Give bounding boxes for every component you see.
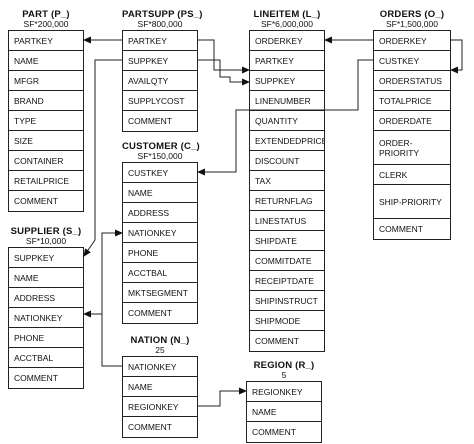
column-ps-comment: COMMENT [128, 116, 172, 126]
column-l-orderkey: ORDERKEY [250, 31, 324, 51]
table-supplier-title: SUPPLIER (S_) [10, 226, 82, 237]
column-p-brand: BRAND [9, 91, 83, 111]
table-orders-scale: SF*1,500,000 [386, 19, 438, 29]
column-o-clerk: CLERK [374, 165, 450, 185]
table-customer-title: CUSTOMER (C_) [122, 141, 200, 152]
column-p-retailprice: RETAILPRICE [9, 171, 83, 191]
column-c-address: ADDRESS [123, 203, 197, 223]
link-orders-right-edge [450, 39, 463, 74]
column-p-comment: COMMENT [14, 196, 58, 206]
table-lineitem-title: LINEITEM (L_) [253, 9, 321, 20]
column-s-name: NAME [9, 268, 83, 288]
column-n-nationkey: NATIONKEY [123, 357, 197, 377]
column-l-tax: TAX [250, 171, 324, 191]
column-c-comment: COMMENT [128, 308, 172, 318]
column-c-acctbal: ACCTBAL [123, 263, 197, 283]
column-s-acctbal: ACCTBAL [9, 348, 83, 368]
table-part-columns: PARTKEY NAME MFGR BRAND TYPE SIZE CONTAI… [8, 30, 84, 212]
column-s-suppkey: SUPPKEY [9, 248, 83, 268]
table-orders-columns: ORDERKEY CUSTKEY ORDERSTATUS TOTALPRICE … [373, 30, 451, 240]
table-orders-title: ORDERS (O_) [379, 9, 445, 20]
column-ps-supplycost: SUPPLYCOST [123, 91, 197, 111]
column-p-size: SIZE [9, 131, 83, 151]
column-o-orderpriority: ORDER-PRIORITY [374, 131, 450, 165]
column-l-shipmode: SHIPMODE [250, 311, 324, 331]
column-c-mktsegment: MKTSEGMENT [123, 283, 197, 303]
column-l-linenumber: LINENUMBER [250, 91, 324, 111]
table-region-columns: REGIONKEY NAME COMMENT [246, 381, 322, 443]
table-nation-scale: 25 [155, 345, 165, 355]
column-o-orderdate: ORDERDATE [374, 111, 450, 131]
table-part-scale: SF*200,000 [23, 19, 69, 29]
column-n-name: NAME [123, 377, 197, 397]
column-o-totalprice: TOTALPRICE [374, 91, 450, 111]
column-o-comment: COMMENT [379, 224, 423, 234]
column-o-shippriority: SHIP-PRIORITY [374, 185, 450, 219]
column-l-shipinstruct: SHIPINSTRUCT [250, 291, 324, 311]
column-s-phone: PHONE [9, 328, 83, 348]
table-partsupp-title: PARTSUPP (PS_) [122, 9, 203, 20]
column-c-custkey: CUSTKEY [123, 163, 197, 183]
column-l-receiptdate: RECEIPTDATE [250, 271, 324, 291]
column-p-mfgr: MFGR [9, 71, 83, 91]
column-p-name: NAME [9, 51, 83, 71]
table-region-scale: 5 [281, 370, 287, 380]
table-customer-scale: SF*150,000 [137, 151, 183, 161]
table-supplier-columns: SUPPKEY NAME ADDRESS NATIONKEY PHONE ACC… [8, 247, 84, 389]
column-n-regionkey: REGIONKEY [123, 397, 197, 417]
table-supplier-scale: SF*10,000 [25, 236, 67, 246]
column-r-regionkey: REGIONKEY [247, 382, 321, 402]
column-l-extendedprice: EXTENDEDPRICE [250, 131, 324, 151]
column-l-partkey: PARTKEY [250, 51, 324, 71]
table-nation-title: NATION (N_) [130, 335, 190, 346]
table-region-title: REGION (R_) [253, 360, 315, 371]
table-lineitem-columns: ORDERKEY PARTKEY SUPPKEY LINENUMBER QUAN… [249, 30, 325, 352]
column-o-custkey: CUSTKEY [374, 51, 450, 71]
column-l-linestatus: LINESTATUS [250, 211, 324, 231]
column-p-partkey: PARTKEY [9, 31, 83, 51]
column-l-discount: DISCOUNT [250, 151, 324, 171]
column-l-quantity: QUANTITY [250, 111, 324, 131]
column-l-comment: COMMENT [255, 336, 299, 346]
column-s-address: ADDRESS [9, 288, 83, 308]
column-s-comment: COMMENT [14, 373, 58, 383]
column-l-returnflag: RETURNFLAG [250, 191, 324, 211]
column-ps-suppkey: SUPPKEY [123, 51, 197, 71]
link-partsupp-suppkey-to-lineitem [198, 59, 250, 86]
link-partsupp-partkey-to-lineitem [198, 39, 250, 74]
column-l-suppkey: SUPPKEY [250, 71, 324, 91]
column-n-comment: COMMENT [128, 422, 172, 432]
column-p-container: CONTAINER [9, 151, 83, 171]
column-r-comment: COMMENT [252, 427, 296, 437]
column-c-phone: PHONE [123, 243, 197, 263]
table-partsupp-columns: PARTKEY SUPPKEY AVAILQTY SUPPLYCOST COMM… [122, 30, 198, 132]
column-r-name: NAME [247, 402, 321, 422]
link-nation-to-region [198, 387, 247, 407]
column-o-orderkey: ORDERKEY [374, 31, 450, 51]
column-l-commitdate: COMMITDATE [250, 251, 324, 271]
table-nation-columns: NATIONKEY NAME REGIONKEY COMMENT [122, 356, 198, 438]
column-l-shipdate: SHIPDATE [250, 231, 324, 251]
column-ps-partkey: PARTKEY [123, 31, 197, 51]
column-c-name: NAME [123, 183, 197, 203]
column-c-nationkey: NATIONKEY [123, 223, 197, 243]
column-ps-availqty: AVAILQTY [123, 71, 197, 91]
link-partsupp-to-supplier [83, 59, 122, 257]
table-partsupp-scale: SF*800,000 [137, 19, 183, 29]
table-customer-columns: CUSTKEY NAME ADDRESS NATIONKEY PHONE ACC… [122, 162, 198, 324]
column-p-type: TYPE [9, 111, 83, 131]
link-nation-to-customer [101, 229, 123, 367]
table-part-title: PART (P_) [22, 9, 70, 20]
table-lineitem-scale: SF*6,000,000 [261, 19, 313, 29]
column-o-orderstatus: ORDERSTATUS [374, 71, 450, 91]
column-s-nationkey: NATIONKEY [9, 308, 83, 328]
